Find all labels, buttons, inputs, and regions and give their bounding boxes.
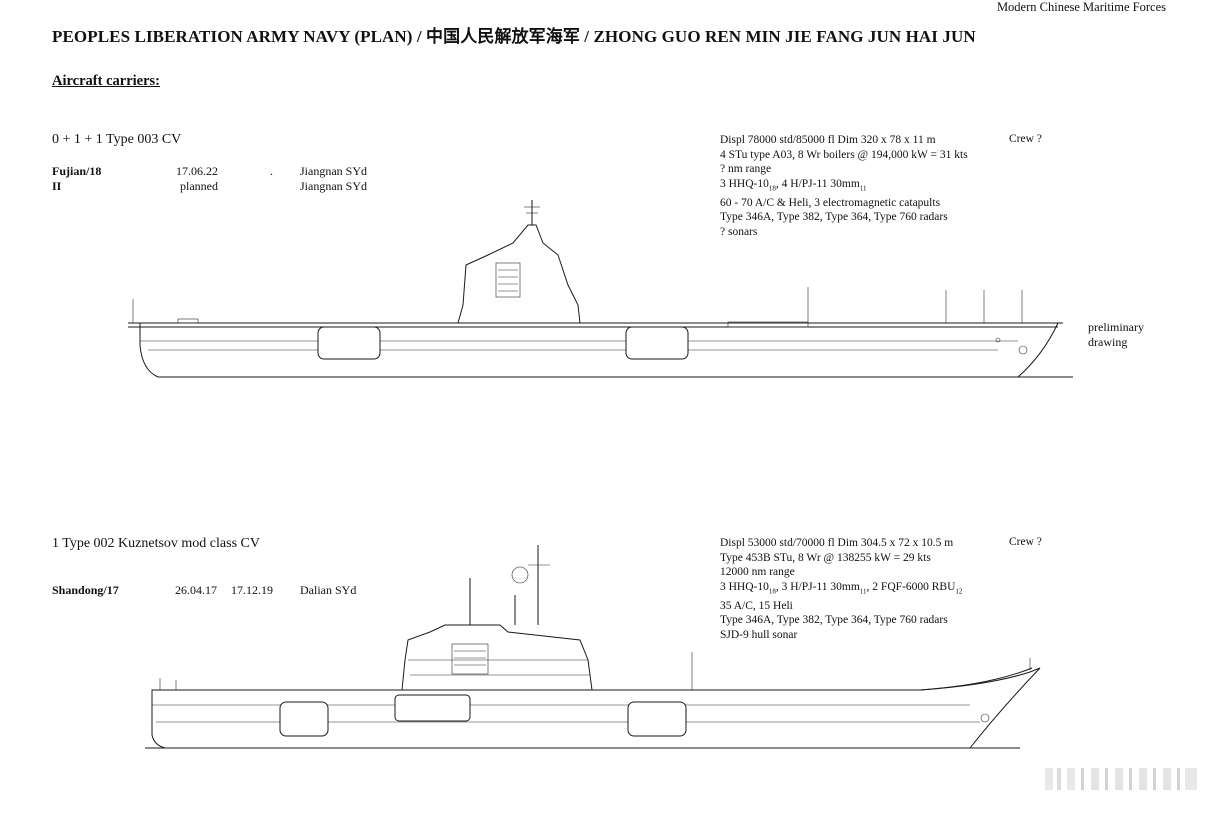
- spec-sonars: ? sonars: [720, 225, 758, 238]
- ship-row: Fujian/18 17.06.22 . Jiangnan SYd: [52, 164, 412, 178]
- watermark-logo: [1045, 768, 1197, 790]
- spec-aircraft: 35 A/C, 15 Heli: [720, 599, 793, 612]
- type002-ship-drawing: [145, 545, 1041, 749]
- ship-row: Shandong/17 26.04.17 17.12.19 Dalian SYd: [52, 583, 412, 597]
- ship-yard: Dalian SYd: [300, 583, 357, 597]
- ship-launch-date: 26.04.17: [175, 583, 217, 597]
- spec-range: 12000 nm range: [720, 566, 795, 579]
- spec-range: ? nm range: [720, 163, 772, 176]
- type003-ship-drawing: [128, 200, 1073, 378]
- spec-radars: Type 346A, Type 382, Type 364, Type 760 …: [720, 614, 948, 627]
- class-title-type003: 0 + 1 + 1 Type 003 CV: [52, 132, 182, 147]
- ship-name: II: [52, 179, 62, 193]
- ship-yard: Jiangnan SYd: [300, 179, 367, 193]
- spec-propulsion: Type 453B STu, 8 Wr @ 138255 kW = 29 kts: [720, 551, 931, 564]
- ship-row: II planned Jiangnan SYd: [52, 179, 412, 193]
- spec-sonars: SJD-9 hull sonar: [720, 628, 798, 641]
- specs-type002: Displ 53000 std/70000 fl Dim 304.5 x 72 …: [720, 536, 962, 642]
- spec-aircraft: 60 - 70 A/C & Heli, 3 electromagnetic ca…: [720, 196, 941, 209]
- spec-armament: 3 HHQ-1018, 3 H/PJ-11 30mm11, 2 FQF-6000…: [720, 580, 963, 596]
- ship-launch-date: planned: [180, 179, 218, 193]
- specs-type003: Displ 78000 std/85000 fl Dim 320 x 78 x …: [720, 133, 968, 239]
- class-title-type002: 1 Type 002 Kuznetsov mod class CV: [52, 536, 260, 551]
- section-heading: Aircraft carriers:: [52, 73, 161, 89]
- spec-displacement: Displ 78000 std/85000 fl Dim 320 x 78 x …: [720, 134, 936, 146]
- ship-commission-date: .: [270, 164, 273, 178]
- crew-type002: Crew ?: [1009, 536, 1042, 548]
- ship-yard: Jiangnan SYd: [300, 164, 367, 178]
- series-title: Modern Chinese Maritime Forces: [996, 0, 1166, 14]
- spec-radars: Type 346A, Type 382, Type 364, Type 760 …: [720, 211, 948, 224]
- ship-name: Shandong/17: [52, 583, 119, 597]
- page-title: PEOPLES LIBERATION ARMY NAVY (PLAN) / 中国…: [52, 27, 976, 46]
- ship-commission-date: 17.12.19: [231, 583, 273, 597]
- spec-armament: 3 HHQ-1018, 4 H/PJ-11 30mm11: [720, 177, 867, 193]
- ship-name: Fujian/18: [52, 164, 102, 178]
- drawing-note: preliminary drawing: [1088, 320, 1144, 349]
- crew-type003: Crew ?: [1009, 133, 1042, 145]
- spec-propulsion: 4 STu type A03, 8 Wr boilers @ 194,000 k…: [720, 148, 968, 161]
- ship-launch-date: 17.06.22: [176, 164, 218, 178]
- spec-displacement: Displ 53000 std/70000 fl Dim 304.5 x 72 …: [720, 537, 954, 549]
